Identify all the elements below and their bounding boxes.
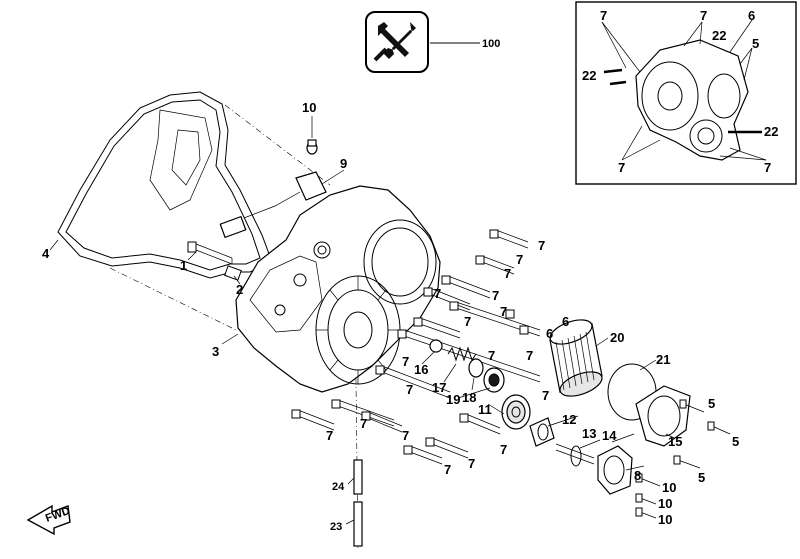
bolts-7 — [291, 229, 541, 465]
filter-cover-15 — [635, 385, 691, 447]
inset-callout-22-a: 22 — [712, 28, 726, 43]
inset-callout-22-b: 22 — [582, 68, 596, 83]
bolts-10 — [635, 473, 661, 519]
callout-7-h: 7 — [526, 348, 533, 363]
callout-7-g: 7 — [464, 314, 471, 329]
crankcase-cover — [235, 185, 441, 393]
callout-5-a: 5 — [708, 396, 715, 411]
inset-callout-7-a: 7 — [600, 8, 607, 23]
callout-21: 21 — [656, 352, 670, 367]
inset-callout-7-b: 7 — [700, 8, 707, 23]
callout-15: 15 — [668, 434, 682, 449]
callouts: 10 9 1 2 3 4 7 7 7 7 7 7 7 7 7 7 7 7 7 7… — [42, 100, 739, 533]
callout-10-top: 10 — [302, 100, 316, 115]
ball-16 — [429, 339, 443, 353]
callout-10-a: 10 — [662, 480, 676, 495]
callout-12: 12 — [562, 412, 576, 427]
callout-5-b: 5 — [732, 434, 739, 449]
callout-7-f: 7 — [500, 304, 507, 319]
bolts-6 — [505, 309, 529, 335]
dowel-2 — [224, 265, 242, 281]
callout-7-e: 7 — [492, 288, 499, 303]
callout-2: 2 — [236, 282, 243, 297]
callout-3: 3 — [212, 344, 219, 359]
callout-7-k: 7 — [406, 382, 413, 397]
callout-7-i: 7 — [402, 354, 409, 369]
shaft-14 — [555, 443, 595, 465]
callout-5-c: 5 — [698, 470, 705, 485]
callout-23: 23 — [330, 521, 342, 533]
inset-callout-6: 6 — [748, 8, 755, 23]
callout-19: 19 — [446, 392, 460, 407]
sensor-assembly — [219, 139, 327, 239]
washer-18 — [468, 358, 484, 378]
callout-6-b: 6 — [562, 314, 569, 329]
callout-6-a: 6 — [546, 326, 553, 341]
callout-7-a: 7 — [538, 238, 545, 253]
leader-lines — [49, 116, 675, 525]
inset-callout-5: 5 — [752, 36, 759, 51]
callout-1: 1 — [180, 258, 187, 273]
callout-7-c: 7 — [504, 266, 511, 281]
bearing-11 — [501, 394, 531, 430]
callout-17: 17 — [432, 380, 446, 395]
callout-10-b: 10 — [658, 496, 672, 511]
callout-100: 100 — [482, 38, 500, 50]
callout-18: 18 — [462, 390, 476, 405]
bolts-5 — [673, 399, 731, 469]
forward-arrow-icon: FWD — [26, 504, 72, 536]
callout-24: 24 — [332, 481, 345, 493]
callout-11: 11 — [478, 402, 492, 417]
callout-7-m: 7 — [360, 416, 367, 431]
callout-10-c: 10 — [658, 512, 672, 527]
oil-filter — [549, 319, 603, 397]
bolt-1 — [187, 241, 233, 265]
gear-12 — [529, 417, 555, 447]
callout-7-d: 7 — [434, 286, 441, 301]
callout-7-r: 7 — [500, 442, 507, 457]
callout-7-o: 7 — [326, 428, 333, 443]
callout-8: 8 — [634, 468, 641, 483]
pin-24 — [353, 459, 363, 495]
callout-14: 14 — [602, 428, 617, 443]
callout-7-q: 7 — [468, 456, 475, 471]
housing-8 — [597, 445, 633, 495]
spring-17 — [447, 346, 477, 362]
callout-20: 20 — [610, 330, 624, 345]
inset-callout-7-c: 7 — [618, 160, 625, 175]
callout-7-l: 7 — [542, 388, 549, 403]
inset-detail: 7 7 7 7 6 22 22 22 5 — [575, 1, 797, 185]
crankcase-gasket — [57, 91, 273, 279]
callout-13: 13 — [582, 426, 596, 441]
callout-7-j: 7 — [488, 348, 495, 363]
callout-7-n: 7 — [402, 428, 409, 443]
plug-19 — [483, 367, 505, 393]
tool-kit-icon — [365, 11, 429, 73]
callout-16: 16 — [414, 362, 428, 377]
callout-9: 9 — [340, 156, 347, 171]
pin-23 — [353, 501, 363, 547]
inset-callout-22-c: 22 — [764, 124, 778, 139]
callout-7-b: 7 — [516, 252, 523, 267]
inset-callout-7-d: 7 — [764, 160, 771, 175]
ring-13 — [570, 445, 582, 467]
callout-7-p: 7 — [444, 462, 451, 477]
callout-4: 4 — [42, 246, 50, 261]
